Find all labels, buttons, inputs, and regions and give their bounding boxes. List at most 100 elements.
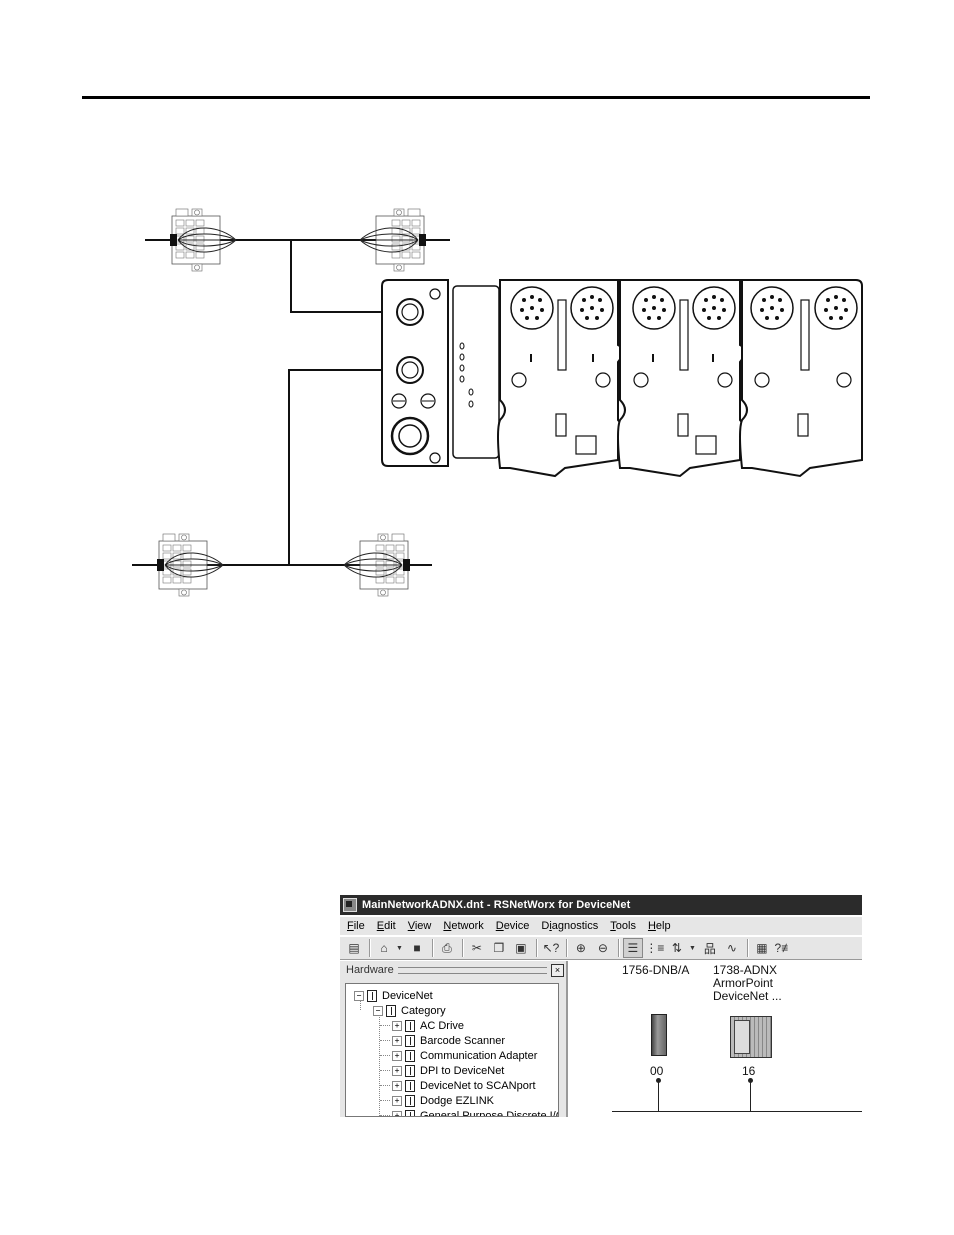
device-label: 1756-DNB/A <box>622 963 690 977</box>
save-icon[interactable]: ■ <box>413 941 421 955</box>
expand-icon[interactable]: + <box>392 1020 402 1031</box>
toolbar-separator <box>461 939 464 957</box>
tree-guide-line <box>380 1025 390 1026</box>
tree-item-label: AC Drive <box>420 1019 465 1032</box>
folder-book-icon <box>405 1019 415 1032</box>
armorpoint-adapter-icon[interactable] <box>730 1016 772 1058</box>
toolbar: ▤ ⌂ ▼ ■ ⎙ ✂ ❐ ▣ ↖? ⊕ ⊖ ☰ ⋮≡ ⇅ ▼ 品 ∿ ▦ ?≢ <box>340 936 862 960</box>
expand-icon[interactable]: + <box>392 1080 402 1091</box>
tree-view-icon[interactable]: ⋮≡ <box>645 941 665 955</box>
tree-item[interactable]: +Dodge EZLINK <box>392 1093 494 1108</box>
toolbar-separator <box>369 939 371 957</box>
menu-edit[interactable]: Edit <box>376 920 396 932</box>
devicenet-tap-connector-icon <box>169 208 237 272</box>
hardware-panel-title: Hardware <box>346 964 394 976</box>
whats-this-icon[interactable]: ↖? <box>542 941 560 955</box>
new-icon[interactable]: ▤ <box>348 941 360 955</box>
expand-icon[interactable]: + <box>392 1050 402 1061</box>
menu-file[interactable]: File <box>347 920 365 932</box>
hardware-panel-header: Hardware × <box>346 963 564 977</box>
hardware-tree: − DeviceNet − Category + AC Drive + Barcode Sca… <box>345 983 559 1117</box>
folder-book-icon <box>405 1109 415 1116</box>
cut-icon[interactable]: ✂ <box>471 941 482 955</box>
network-icon[interactable]: 品 <box>703 941 716 956</box>
tree-item[interactable]: + AC Drive <box>392 1018 464 1033</box>
expand-icon[interactable]: + <box>392 1110 402 1116</box>
tree-item[interactable]: + Barcode Scanner <box>392 1033 505 1048</box>
folder-book-icon <box>405 1049 415 1062</box>
collapse-icon[interactable]: − <box>373 1005 383 1016</box>
menu-bar: File Edit View Network Device Diagnostics Tool… <box>340 917 862 935</box>
menu-network[interactable]: Network <box>443 920 484 932</box>
devicenet-tap-connector-icon <box>343 533 411 597</box>
expand-icon[interactable]: + <box>392 1065 402 1076</box>
toolbar-separator <box>565 939 568 957</box>
device-address: 00 <box>650 1064 664 1078</box>
wiring-diagram <box>132 208 863 597</box>
devicenet-tap-connector-icon <box>156 533 224 597</box>
chevron-down-icon[interactable]: ▼ <box>688 944 696 952</box>
panel-grip[interactable] <box>397 966 547 974</box>
toolbar-separator <box>746 939 749 957</box>
tree-guide-line <box>380 1055 390 1056</box>
tree-guide-line <box>380 1040 390 1041</box>
config-icon[interactable]: ?≢ <box>774 941 794 955</box>
expand-icon[interactable]: + <box>392 1035 402 1046</box>
copy-icon[interactable]: ❐ <box>493 941 505 955</box>
tree-item-label: Category <box>401 1004 446 1017</box>
zoom-in-icon[interactable]: ⊕ <box>575 941 586 955</box>
tree-item-label: General Purpose Discrete I/O <box>420 1109 559 1117</box>
print-icon[interactable]: ⎙ <box>442 940 452 955</box>
tree-item-label: DeviceNet to SCANport <box>420 1079 536 1092</box>
upload-icon[interactable]: ⇅ <box>671 941 682 955</box>
tree-guide-line <box>380 1115 390 1116</box>
armorpoint-adnx-module-icon <box>381 279 863 478</box>
tree-guide-line <box>380 1085 390 1086</box>
hardware-panel: Hardware × −DeviceNet−Category+AC Drive+… <box>340 961 568 1117</box>
window-title: MainNetworkADNX.dnt - RSNetWorx for Devi… <box>362 899 631 911</box>
paste-icon[interactable]: ▣ <box>515 941 527 955</box>
folder-book-icon <box>405 1079 415 1092</box>
scanner-module-icon[interactable] <box>651 1014 667 1056</box>
device-address: 16 <box>742 1064 756 1078</box>
network-trunk-line <box>612 1111 862 1112</box>
tree-item-label: Barcode Scanner <box>420 1034 505 1047</box>
chevron-down-icon[interactable]: ▼ <box>396 944 403 952</box>
properties-icon[interactable]: ▦ <box>756 941 768 955</box>
collapse-icon[interactable]: − <box>354 990 364 1001</box>
tree-item-label: DeviceNet <box>382 989 433 1002</box>
device-drop-line <box>658 1079 659 1111</box>
tree-item[interactable]: +DPI to DeviceNet <box>392 1063 504 1078</box>
folder-book-icon <box>405 1064 415 1077</box>
tree-item[interactable]: +Communication Adapter <box>392 1048 537 1063</box>
tree-guide-line <box>380 1070 390 1071</box>
folder-book-icon <box>367 989 377 1002</box>
menu-view[interactable]: View <box>407 920 432 932</box>
tree-guide-line <box>380 1100 390 1101</box>
list-view-icon[interactable]: ☰ <box>622 938 643 958</box>
rsnetworx-window: MainNetworkADNX.dnt - RSNetWorx for Devi… <box>340 895 862 1117</box>
menu-help[interactable]: Help <box>647 920 671 932</box>
open-icon[interactable]: ⌂ <box>380 941 388 955</box>
device-node-dot <box>748 1078 753 1083</box>
tree-item[interactable]: − Category <box>373 1003 446 1018</box>
app-icon <box>343 898 357 912</box>
menu-diagnostics[interactable]: Diagnostics <box>541 920 599 932</box>
tree-guide-line <box>379 1011 380 1116</box>
tree-item[interactable]: − DeviceNet <box>354 988 433 1003</box>
title-bar: MainNetworkADNX.dnt - RSNetWorx for Devi… <box>340 895 862 915</box>
device-node-dot <box>656 1078 661 1083</box>
menu-tools[interactable]: Tools <box>610 920 636 932</box>
close-icon[interactable]: × <box>551 963 564 977</box>
toolbar-separator <box>535 939 538 957</box>
expand-icon[interactable]: + <box>392 1095 402 1106</box>
tree-item[interactable]: + DeviceNet to SCANport <box>392 1078 536 1093</box>
zoom-out-icon[interactable]: ⊖ <box>597 941 608 955</box>
menu-device[interactable]: Device <box>495 920 530 932</box>
folder-book-icon <box>405 1094 415 1107</box>
folder-book-icon <box>405 1034 415 1047</box>
signal-icon[interactable]: ∿ <box>726 941 737 955</box>
tree-item[interactable]: + General Purpose Discrete I/O <box>392 1108 559 1117</box>
